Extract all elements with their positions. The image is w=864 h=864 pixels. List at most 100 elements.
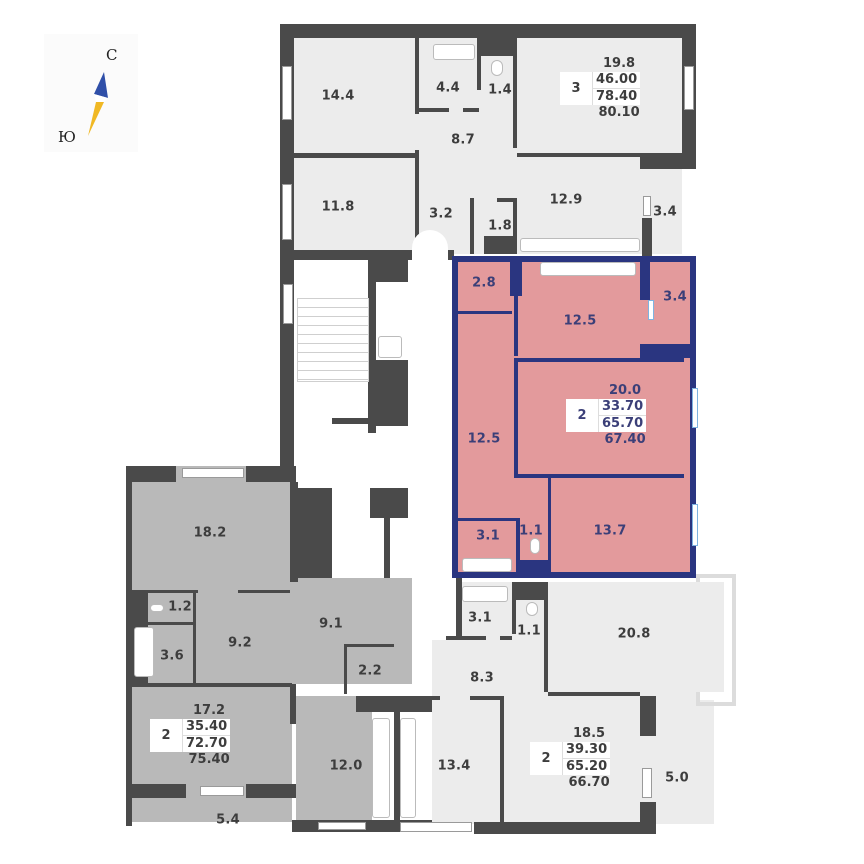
window <box>692 504 698 546</box>
room-fill <box>548 582 724 692</box>
room-area-label: 1.1 <box>517 623 541 639</box>
room-area-label: 1.4 <box>488 82 512 98</box>
wall <box>126 466 132 826</box>
kitchen-counter-icon <box>400 718 416 818</box>
room-area-label: 3.1 <box>468 610 492 626</box>
wall <box>544 582 548 692</box>
compass-south-label: Ю <box>58 128 76 146</box>
compass-needle-icon <box>88 72 108 136</box>
room-area-label: 1.1 <box>519 523 543 539</box>
wall <box>477 38 481 90</box>
total-with-balcony: 75.40 <box>188 752 230 767</box>
wall <box>500 696 504 824</box>
wall <box>640 802 656 824</box>
wall <box>246 784 296 798</box>
apartment-info-box: 20.0 2 33.70 65.70 67.40 <box>566 383 647 448</box>
wall <box>415 38 419 114</box>
wall <box>484 236 514 254</box>
wall <box>510 262 522 296</box>
apartment-info-box: 18.5 2 39.30 65.20 66.70 <box>530 726 611 791</box>
room-fill <box>432 640 462 824</box>
window <box>282 66 292 120</box>
total-area: 78.40 <box>596 89 638 104</box>
room-area-label: 9.2 <box>228 635 252 651</box>
wall <box>344 644 347 694</box>
wall <box>332 418 376 424</box>
wall <box>514 296 518 356</box>
wall <box>497 198 517 202</box>
wall <box>126 466 176 482</box>
largest-room-area: 17.2 <box>193 703 226 718</box>
room-area-label: 5.0 <box>665 770 689 786</box>
room-area-label: 14.4 <box>321 88 355 104</box>
room-area-label: 2.8 <box>472 275 496 291</box>
room-area-label: 3.2 <box>429 206 453 222</box>
wall <box>458 518 518 521</box>
wall <box>290 684 296 724</box>
wall <box>470 696 500 700</box>
toilet-icon <box>530 538 540 554</box>
bathtub-icon <box>433 44 475 60</box>
window <box>648 300 654 320</box>
apartment-summary: 3 46.00 78.40 <box>560 72 641 105</box>
room-area-label: 1.2 <box>168 599 192 615</box>
rooms-count: 2 <box>530 742 563 775</box>
room-area-label: 12.0 <box>329 758 363 774</box>
total-with-balcony: 66.70 <box>568 775 610 790</box>
wall <box>376 360 408 426</box>
wall <box>456 578 462 638</box>
room-area-label: 2.2 <box>358 663 382 679</box>
window <box>318 822 366 830</box>
apartment-summary: 2 35.40 72.70 <box>150 719 231 752</box>
room-area-label: 4.4 <box>436 80 460 96</box>
wall <box>474 822 656 834</box>
window <box>182 468 244 478</box>
bathtub-icon <box>462 586 508 602</box>
wall <box>517 153 682 157</box>
wall <box>640 262 650 300</box>
toilet-icon <box>150 604 164 612</box>
room-fill <box>296 696 372 826</box>
window <box>200 786 244 796</box>
wall <box>452 572 696 578</box>
wall <box>294 250 454 260</box>
wall <box>463 108 479 112</box>
wall <box>481 38 513 56</box>
apartment-summary: 2 39.30 65.20 <box>530 742 611 775</box>
wall <box>290 482 298 582</box>
window <box>643 196 651 216</box>
wall <box>513 38 517 148</box>
total-area: 72.70 <box>186 736 228 751</box>
room-area-label: 8.7 <box>451 132 475 148</box>
room-area-label: 12.9 <box>549 192 583 208</box>
toilet-icon <box>378 336 402 358</box>
room-area-label: 3.6 <box>160 648 184 664</box>
rooms-count: 3 <box>560 72 593 105</box>
wall <box>419 108 449 112</box>
wall <box>512 582 516 634</box>
wall <box>294 488 332 578</box>
toilet-icon <box>491 60 503 76</box>
wall <box>400 696 440 700</box>
bathtub-icon <box>134 627 154 677</box>
wall <box>516 518 520 574</box>
largest-room-area: 19.8 <box>603 56 636 71</box>
wall <box>394 696 400 826</box>
room-area-label: 1.8 <box>488 218 512 234</box>
total-area: 65.20 <box>566 759 608 774</box>
room-area-label: 9.1 <box>319 616 343 632</box>
room-area-label: 11.8 <box>321 199 355 215</box>
wall <box>238 590 290 593</box>
living-area: 39.30 <box>563 742 611 759</box>
wall <box>500 636 512 640</box>
wall <box>384 488 390 578</box>
living-area: 35.40 <box>183 719 231 736</box>
wall <box>642 218 652 258</box>
room-fill <box>656 700 714 824</box>
window <box>692 388 698 428</box>
room-area-label: 13.4 <box>437 758 471 774</box>
apartment-summary: 2 33.70 65.70 <box>566 399 647 432</box>
room-area-label: 3.4 <box>653 204 677 220</box>
wall <box>514 358 684 362</box>
wall <box>294 153 419 158</box>
